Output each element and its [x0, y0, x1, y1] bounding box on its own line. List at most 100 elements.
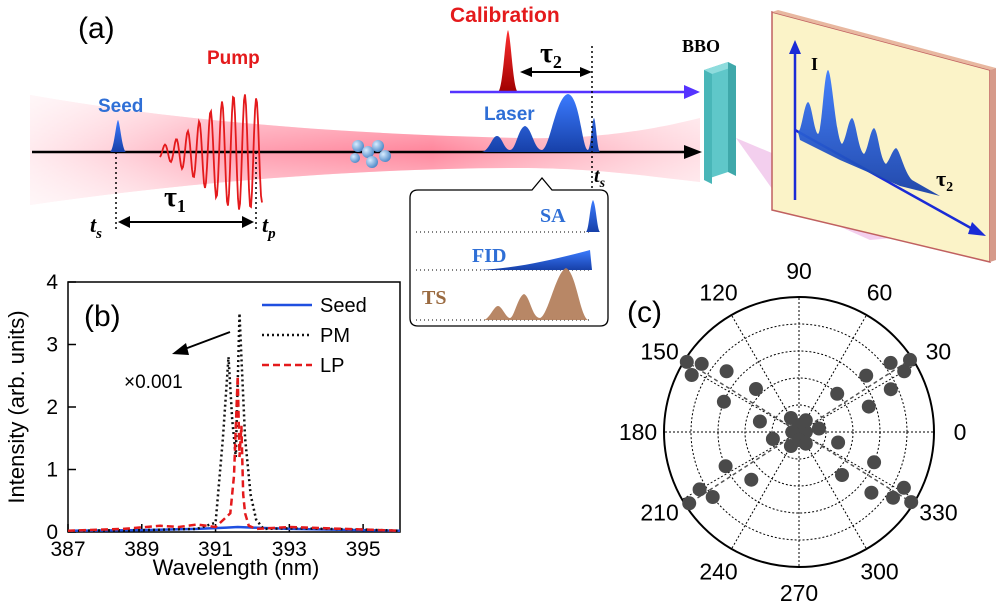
data-point — [719, 364, 734, 379]
panel-b-label: (b) — [84, 300, 121, 333]
data-point — [897, 364, 912, 379]
panel-b-xlabel: Wavelength (nm) — [153, 555, 320, 580]
angle-tick-label: 210 — [640, 500, 678, 526]
laser-pulse-train — [482, 94, 600, 152]
panel-c-label: (c) — [627, 296, 662, 329]
data-point — [765, 432, 780, 446]
angle-tick-label: 120 — [699, 280, 737, 306]
data-point — [752, 414, 767, 429]
pump-label: Pump — [207, 48, 260, 69]
annotation-scale: ×0.001 — [124, 372, 183, 393]
angle-tick-label: 300 — [860, 558, 898, 584]
data-point — [861, 399, 876, 414]
tau1-arrow-left — [118, 216, 130, 228]
panel-b-ticks: 387 389 391 393 395 0 1 2 3 4 — [46, 271, 380, 561]
data-point — [859, 368, 874, 383]
data-point — [679, 354, 694, 369]
panel-b: 387 389 391 393 395 0 1 2 3 4 (b) Wavelength (nm)… — [4, 271, 401, 580]
y-tick-label: 0 — [46, 521, 58, 544]
data-point — [705, 490, 720, 504]
polar-spoke — [798, 431, 867, 550]
x-tick-label: 391 — [198, 538, 233, 561]
tau2-label: τ2 — [540, 38, 562, 72]
data-point — [744, 472, 759, 487]
polar-outer-circle — [663, 296, 935, 568]
legend-label-lp: LP — [320, 355, 344, 377]
polar-spoke — [681, 364, 800, 433]
angle-tick-label: 180 — [619, 419, 657, 445]
angle-tick-label: 60 — [867, 280, 893, 306]
panel-b-series — [67, 313, 401, 533]
series-line-pm — [67, 313, 401, 533]
data-point — [903, 352, 917, 367]
x-tick-label: 395 — [346, 538, 381, 561]
angle-tick-label: 330 — [919, 500, 957, 526]
inset-sa-label: SA — [540, 205, 566, 227]
data-point — [692, 482, 707, 497]
y-tick-label: 1 — [46, 459, 58, 482]
data-point — [883, 382, 898, 397]
tau1-label: τ1 — [164, 182, 186, 216]
angle-tick-label: 0 — [954, 419, 967, 445]
tau2-arrow-left — [520, 67, 532, 77]
panel-a: (a) Seed Pump Laser Calibration — [30, 4, 996, 327]
inset-ts-label: TS — [422, 287, 446, 309]
legend-label-seed: Seed — [320, 295, 367, 317]
screen-axis-tau-label: τ2 — [936, 166, 953, 195]
calibration-pulse — [498, 30, 518, 92]
bbo-crystal — [704, 62, 736, 184]
molecule-icon — [350, 140, 391, 168]
data-point — [867, 455, 882, 470]
data-point — [749, 382, 763, 396]
screen-y-arrowhead — [789, 40, 801, 54]
pump-pulse — [159, 94, 263, 210]
inset-sa-pulse — [586, 200, 600, 232]
angle-tick-label: 270 — [780, 580, 818, 606]
angle-tick-label: 150 — [640, 339, 678, 365]
legend-label-pm: PM — [320, 325, 350, 347]
inset-fid-label: FID — [472, 245, 506, 267]
data-point — [831, 435, 846, 450]
tp-label: tp — [262, 212, 276, 242]
bbo-label: BBO — [682, 36, 720, 56]
data-point — [883, 355, 898, 370]
screen-signal-trace — [798, 70, 940, 196]
calibration-label: Calibration — [450, 4, 560, 27]
angle-tick-label: 240 — [699, 558, 737, 584]
inset-ts-trace — [484, 268, 588, 320]
data-point — [783, 411, 798, 425]
series-line-lp — [67, 375, 401, 533]
ts2-label: ts — [594, 165, 606, 191]
y-tick-label: 3 — [46, 334, 58, 357]
data-point — [896, 480, 911, 495]
x-tick-label: 389 — [124, 538, 159, 561]
annotation-arrow — [181, 331, 231, 351]
data-point — [716, 394, 731, 409]
inset-fid-trace — [480, 250, 592, 270]
series-line-seed — [67, 525, 401, 533]
panel-b-ylabel: Intensity (arb. units) — [4, 310, 29, 503]
polar-spoke — [798, 364, 917, 433]
data-point — [694, 356, 709, 371]
ts-label: ts — [90, 212, 102, 242]
seed-label: Seed — [98, 96, 143, 117]
data-point — [864, 485, 879, 500]
data-point — [835, 468, 849, 482]
beam-axis-arrowhead — [684, 145, 702, 159]
data-point — [830, 386, 845, 401]
panel-c-points — [679, 352, 919, 511]
angle-tick-label: 30 — [926, 339, 952, 365]
y-tick-label: 4 — [46, 271, 58, 294]
x-tick-label: 387 — [50, 538, 85, 561]
x-tick-label: 393 — [272, 538, 307, 561]
data-point — [682, 496, 697, 511]
data-point — [718, 459, 733, 474]
y-tick-label: 2 — [46, 396, 58, 419]
data-point — [886, 490, 900, 505]
panel-a-label: (a) — [78, 12, 115, 45]
polar-grid-circle — [771, 404, 827, 460]
data-point — [684, 368, 699, 382]
